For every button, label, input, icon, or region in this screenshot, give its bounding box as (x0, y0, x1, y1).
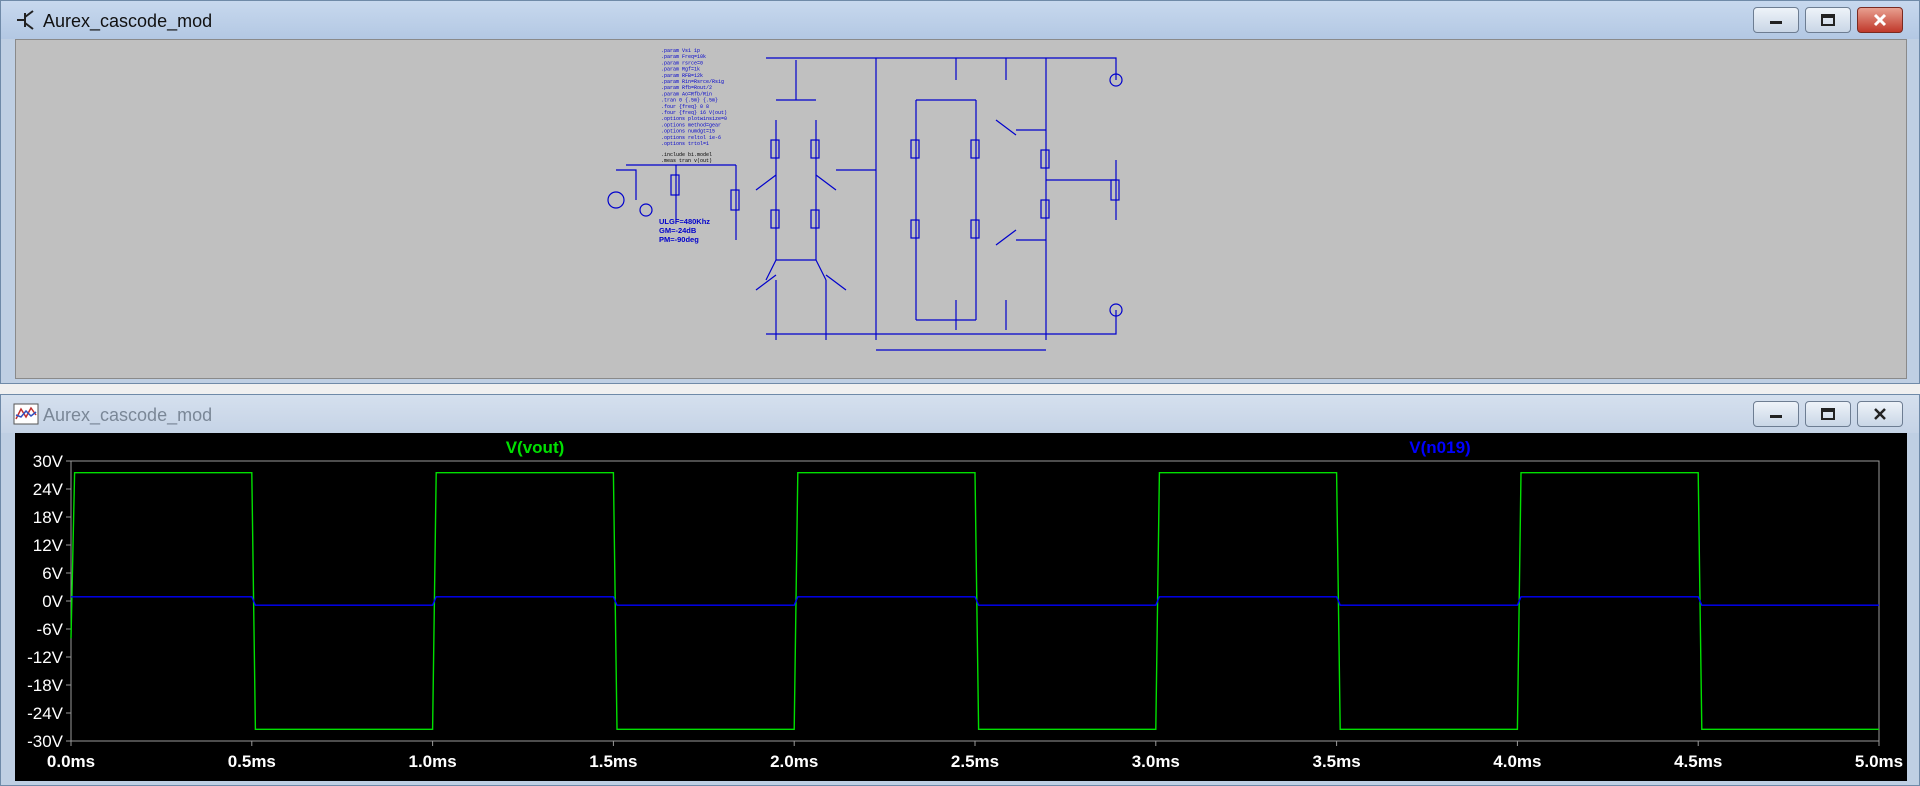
maximize-icon (1821, 408, 1835, 420)
param-line: .param Vs1 1p (661, 48, 700, 54)
param-line: .options reltol 1e-6 (661, 135, 721, 141)
y-tick-label: -24V (27, 704, 64, 723)
param-line: .options trtol=1 (661, 141, 709, 147)
model-directives: .include bi.model.meas tran v(out) (661, 152, 712, 164)
param-line: .param Rgf=1k (661, 67, 700, 73)
param-line: .four {freq} 0 8 (661, 104, 709, 110)
minimize-button[interactable] (1753, 7, 1799, 33)
y-tick-label: 6V (42, 564, 63, 583)
minimize-icon (1770, 21, 1782, 24)
circuit-wires (616, 57, 1117, 351)
schematic-canvas[interactable]: .param Vs1 1p.param Freq=10k.param rsrce… (15, 39, 1907, 379)
param-line: .param Ao=Rfb/Rin (661, 91, 712, 97)
param-line: .options numdgt=15 (661, 129, 715, 135)
close-icon (1873, 13, 1887, 27)
y-tick-label: -6V (37, 620, 64, 639)
y-tick-label: 24V (33, 480, 64, 499)
y-tick-label: 12V (33, 536, 64, 555)
x-tick-label: 3.0ms (1132, 752, 1180, 771)
schematic-drawing: .param Vs1 1p.param Freq=10k.param rsrce… (607, 48, 1123, 351)
close-icon (1874, 408, 1886, 420)
y-tick-label: 18V (33, 508, 64, 527)
trace-v-n019[interactable] (71, 596, 1879, 606)
param-line: .tran 0 {.5m} {.5m} (661, 98, 718, 104)
waveform-title: Aurex_cascode_mod (43, 405, 213, 425)
plot-tick-labels: 30V 24V 18V 12V 6V 0V -6V -12V -18V -24V -30V0.0ms… (27, 452, 1903, 771)
circuit-parts (607, 73, 1123, 317)
minimize-button[interactable] (1753, 401, 1799, 427)
waveform-window[interactable]: Aurex_cascode_mod 30V 24V 18V 12V 6V 0V -6V -12… (0, 394, 1920, 786)
y-tick-label: 30V (33, 452, 64, 471)
x-tick-label: 4.5ms (1674, 752, 1722, 771)
param-line: .options method=gear (661, 122, 721, 128)
x-tick-label: 0.0ms (47, 752, 95, 771)
y-tick-label: -12V (27, 648, 64, 667)
legend-trace-label[interactable]: V(n019) (1409, 438, 1470, 457)
x-tick-label: 5.0ms (1855, 752, 1903, 771)
waveform-plot[interactable]: 30V 24V 18V 12V 6V 0V -6V -12V -18V -24V -30V0.0ms… (15, 433, 1907, 781)
x-tick-label: 2.5ms (951, 752, 999, 771)
model-line: .meas tran v(out) (661, 158, 712, 164)
minimize-icon (1770, 415, 1782, 418)
param-line: .param Rfb=Rout/2 (661, 85, 712, 91)
waveform-titlebar[interactable]: Aurex_cascode_mod (1, 395, 1919, 433)
schematic-title: Aurex_cascode_mod (43, 11, 213, 31)
schematic-titlebar[interactable]: Aurex_cascode_mod (1, 1, 1919, 39)
close-button[interactable] (1857, 401, 1903, 427)
y-tick-label: -18V (27, 676, 64, 695)
y-tick-label: 0V (42, 592, 63, 611)
plot-legend[interactable]: V(vout) V(n019) (506, 438, 1471, 457)
y-tick-label: -30V (27, 732, 64, 751)
param-directives: .param Vs1 1p.param Freq=10k.param rsrce… (661, 48, 727, 147)
param-line: .param Freq=10k (661, 54, 706, 60)
ulgf-annotation: ULGF=480Khz (659, 217, 710, 226)
param-line: .four {freq} 16 V(out) (661, 110, 727, 116)
schematic-icon (17, 10, 34, 30)
x-tick-label: 2.0ms (770, 752, 818, 771)
close-button[interactable] (1857, 7, 1903, 33)
model-line: .include bi.model (661, 152, 712, 158)
pm-annotation: PM=-90deg (659, 235, 699, 244)
plot-traces (70, 472, 1879, 730)
maximize-button[interactable] (1805, 401, 1851, 427)
x-tick-label: 1.5ms (589, 752, 637, 771)
legend-trace-label[interactable]: V(vout) (506, 438, 565, 457)
gm-annotation: GM=-24dB (659, 226, 697, 235)
waveform-icon (13, 403, 39, 425)
x-tick-label: 1.0ms (408, 752, 456, 771)
maximize-button[interactable] (1805, 7, 1851, 33)
trace-v-vout[interactable] (70, 472, 1879, 730)
schematic-window[interactable]: Aurex_cascode_mod .param Vs1 1p.param Fr… (0, 0, 1920, 384)
param-line: .options plotwinsize=0 (661, 116, 727, 122)
param-line: .param Rin=Rsrce/Rsig (661, 79, 724, 85)
x-tick-label: 3.5ms (1312, 752, 1360, 771)
x-tick-label: 4.0ms (1493, 752, 1541, 771)
param-line: .param rsrce=0 (661, 60, 703, 66)
x-tick-label: 0.5ms (228, 752, 276, 771)
maximize-icon (1821, 14, 1835, 26)
param-line: .param RFB=12k (661, 73, 703, 79)
